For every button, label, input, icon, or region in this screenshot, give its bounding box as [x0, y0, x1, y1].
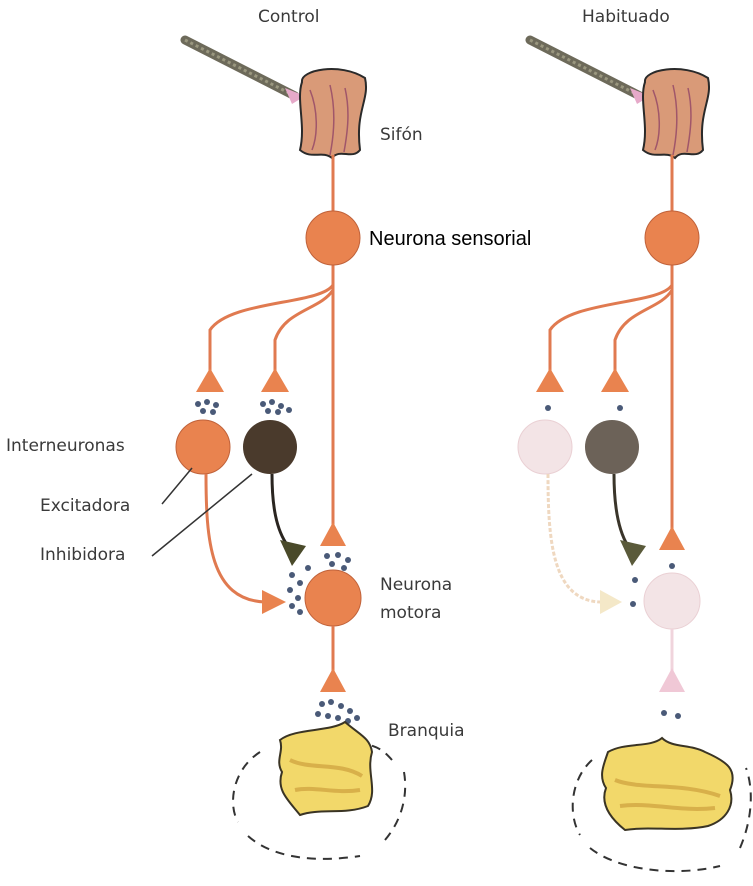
inhibitory-label: Inhibidora [40, 546, 125, 566]
habituated-terminal-excitatory [536, 368, 564, 392]
motor-neuron-label-line1: Neurona [380, 576, 452, 596]
habituated-panel-title: Habituado [582, 8, 670, 28]
habituated-motor-terminal [659, 526, 685, 550]
control-terminal-excitatory [196, 368, 224, 392]
habituated-terminal-inhibitory [601, 368, 629, 392]
control-gill-terminal [320, 668, 346, 692]
siphon-label: Sifón [380, 126, 423, 146]
habituated-inhibitory-terminal [620, 540, 646, 566]
habituated-excitatory-terminal [600, 590, 622, 614]
sensory-neuron-label: Neurona sensorial [369, 228, 531, 251]
control-sensory-neuron [306, 211, 360, 265]
control-motor-terminal [320, 522, 346, 546]
control-inhibitory-terminal [280, 540, 306, 566]
habituated-motor-neuron [644, 573, 700, 629]
habituated-vesicles-gill [661, 710, 681, 719]
habituated-excitatory-interneuron [518, 420, 572, 474]
excitatory-label: Excitadora [40, 497, 130, 517]
leader-inhibitory [152, 474, 252, 556]
leader-excitatory [162, 468, 192, 504]
control-terminal-inhibitory [261, 368, 289, 392]
control-excitatory-terminal [262, 590, 286, 614]
control-inhibitory-interneuron [243, 420, 297, 474]
habituated-panel [518, 40, 751, 871]
control-vesicles-gill [315, 699, 360, 724]
habituated-sensory-neuron [645, 211, 699, 265]
control-panel [176, 40, 405, 859]
gill-label: Branquia [388, 722, 465, 742]
control-vesicles-top [195, 399, 292, 415]
interneurons-label: Interneuronas [6, 437, 125, 457]
control-excitatory-interneuron [176, 420, 230, 474]
control-probe-icon [185, 40, 305, 104]
motor-neuron-label-line2: motora [380, 604, 441, 624]
habituated-probe-icon [530, 40, 650, 104]
habituated-inhibitory-interneuron [585, 420, 639, 474]
control-motor-neuron [305, 570, 361, 626]
habituated-vesicles-top [545, 405, 623, 411]
habituated-gill-terminal [659, 668, 685, 692]
control-panel-title: Control [258, 8, 319, 28]
